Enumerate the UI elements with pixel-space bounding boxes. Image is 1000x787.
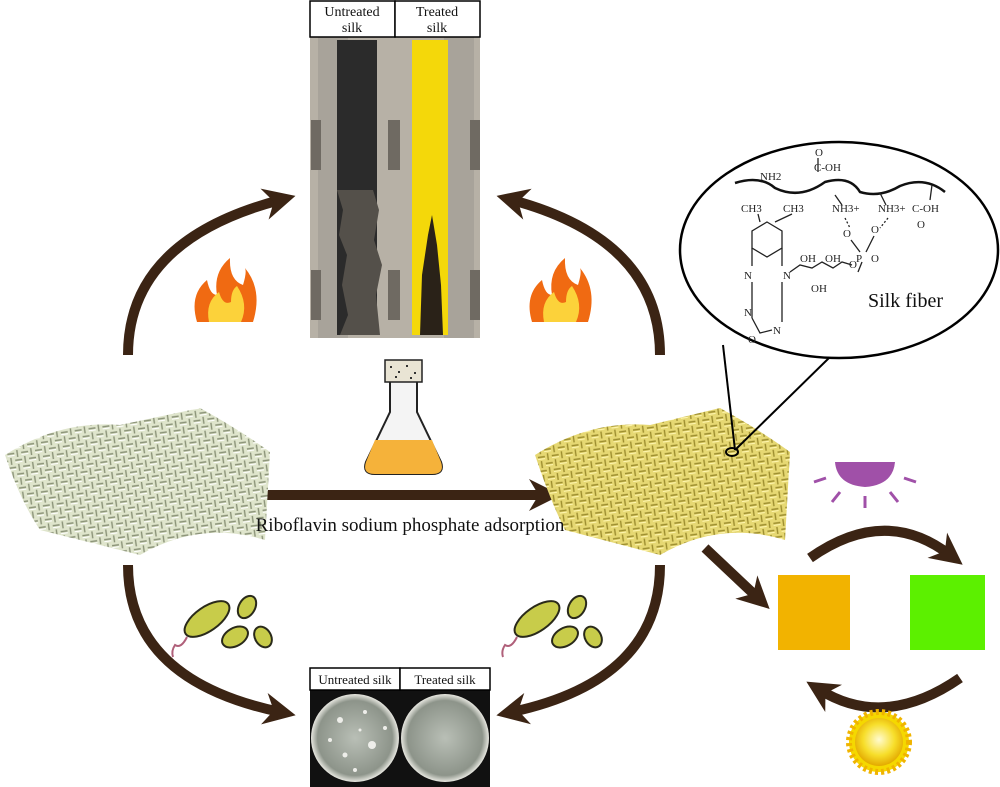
atom-label: N: [744, 307, 752, 319]
treated-plate: [401, 694, 489, 782]
flask-icon: [364, 359, 443, 475]
arrow-to-photochromic: [701, 544, 770, 609]
arrow-uv-cycle: [807, 525, 963, 565]
atom-label: O: [871, 253, 879, 265]
atom-label: O: [815, 147, 823, 159]
process-label: Riboflavin sodium phosphate adsorption: [256, 515, 565, 536]
atom-label: CH3: [783, 203, 804, 215]
arrow-sunlight-cycle: [806, 673, 963, 713]
inset-title: Silk fiber: [868, 290, 943, 312]
bacteria-icon: [501, 594, 603, 658]
arrow-untreated-to-plate: [123, 564, 296, 725]
arrow-untreated-to-flame: [123, 188, 296, 356]
antibacterial-photo: Untreated silk Treated silk: [309, 667, 491, 787]
atom-label: NH3+: [878, 203, 906, 215]
atom-label: P: [856, 253, 862, 265]
fire-icon: [529, 258, 592, 322]
flame-label-untreated-line2: silk: [342, 21, 362, 36]
photochromic-square-before: [778, 575, 850, 650]
treated-silk-fabric: [535, 408, 790, 555]
atom-label: O: [917, 219, 925, 231]
atom-label: N: [773, 325, 781, 337]
flame-label-treated-line1: Treated: [416, 5, 458, 20]
atom-label: NH3+: [832, 203, 860, 215]
fire-icon: [194, 258, 257, 322]
photochromic-square-after: [910, 575, 985, 650]
plate-label-untreated: Untreated silk: [318, 672, 392, 687]
inset-locator: [725, 447, 739, 457]
flame-label-untreated-line1: Untreated: [324, 5, 379, 20]
atom-label: OH: [811, 283, 827, 295]
atom-label: CH3: [741, 203, 762, 215]
atom-label: C-OH: [814, 162, 841, 174]
arrow-treated-to-plate: [496, 564, 665, 725]
uv-lamp-icon: [813, 462, 917, 508]
atom-label: OH: [825, 253, 841, 265]
protein-backbone: [734, 178, 946, 196]
bacteria-icon: [171, 594, 273, 658]
sun-icon: [846, 709, 912, 775]
atom-label: O: [748, 334, 756, 346]
flame-label-treated-line2: silk: [427, 21, 447, 36]
flame-test-photo: [310, 37, 480, 338]
atom-label: N: [744, 270, 752, 282]
untreated-silk-fabric: [5, 408, 270, 555]
arrow-treated-to-flame: [496, 188, 665, 356]
atom-label: N: [783, 270, 791, 282]
flame-test-labels: Untreated silk Treated silk: [309, 0, 481, 38]
atom-label: O: [849, 259, 857, 271]
atom-label: O: [871, 224, 879, 236]
atom-label: O: [843, 228, 851, 240]
plate-label-treated: Treated silk: [414, 672, 476, 687]
atom-label: OH: [800, 253, 816, 265]
atom-label: NH2: [760, 171, 781, 183]
atom-label: C-OH: [912, 203, 939, 215]
untreated-plate: [311, 694, 399, 782]
